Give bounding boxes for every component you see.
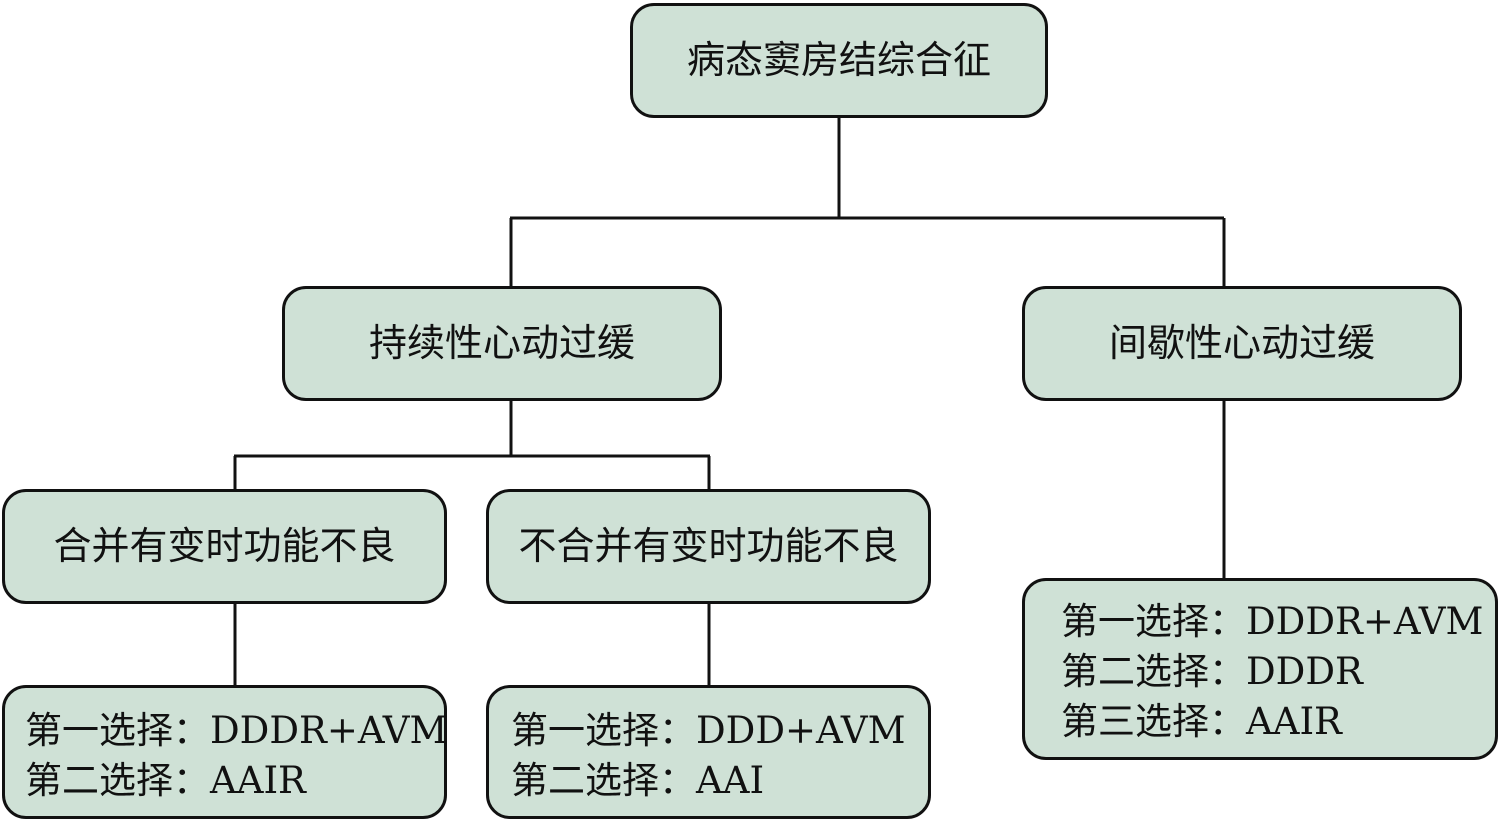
choice-line: 第一选择：DDDR+AVM bbox=[25, 709, 448, 752]
intermittent-bradycardia-node: 间歇性心动过缓 bbox=[1022, 286, 1462, 401]
intermittent-choices-node: 第一选择：DDDR+AVM 第二选择：DDDR 第三选择：AAIR bbox=[1022, 578, 1498, 760]
intermittent-label: 间歇性心动过缓 bbox=[1108, 320, 1375, 365]
persistent-label: 持续性心动过缓 bbox=[368, 320, 635, 365]
choice-line: 第一选择：DDDR+AVM bbox=[1061, 600, 1484, 643]
choice-line: 第一选择：DDD+AVM bbox=[511, 709, 906, 752]
choice-line: 第二选择：AAI bbox=[511, 759, 765, 802]
choice-line: 第二选择：AAIR bbox=[25, 759, 306, 802]
with-chronotropic-label: 合并有变时功能不良 bbox=[53, 523, 396, 568]
choice-line: 第二选择：DDDR bbox=[1061, 650, 1363, 693]
without-chronotropic-incompetence-node: 不合并有变时功能不良 bbox=[486, 489, 931, 604]
root-node: 病态窦房结综合征 bbox=[630, 3, 1048, 118]
without-chronotropic-label: 不合并有变时功能不良 bbox=[518, 523, 899, 568]
root-label: 病态窦房结综合征 bbox=[686, 37, 991, 82]
without-chronotropic-choices-node: 第一选择：DDD+AVM 第二选择：AAI bbox=[486, 685, 931, 819]
with-chronotropic-incompetence-node: 合并有变时功能不良 bbox=[2, 489, 447, 604]
choice-line: 第三选择：AAIR bbox=[1061, 700, 1342, 743]
persistent-bradycardia-node: 持续性心动过缓 bbox=[282, 286, 722, 401]
with-chronotropic-choices-node: 第一选择：DDDR+AVM 第二选择：AAIR bbox=[2, 685, 447, 819]
